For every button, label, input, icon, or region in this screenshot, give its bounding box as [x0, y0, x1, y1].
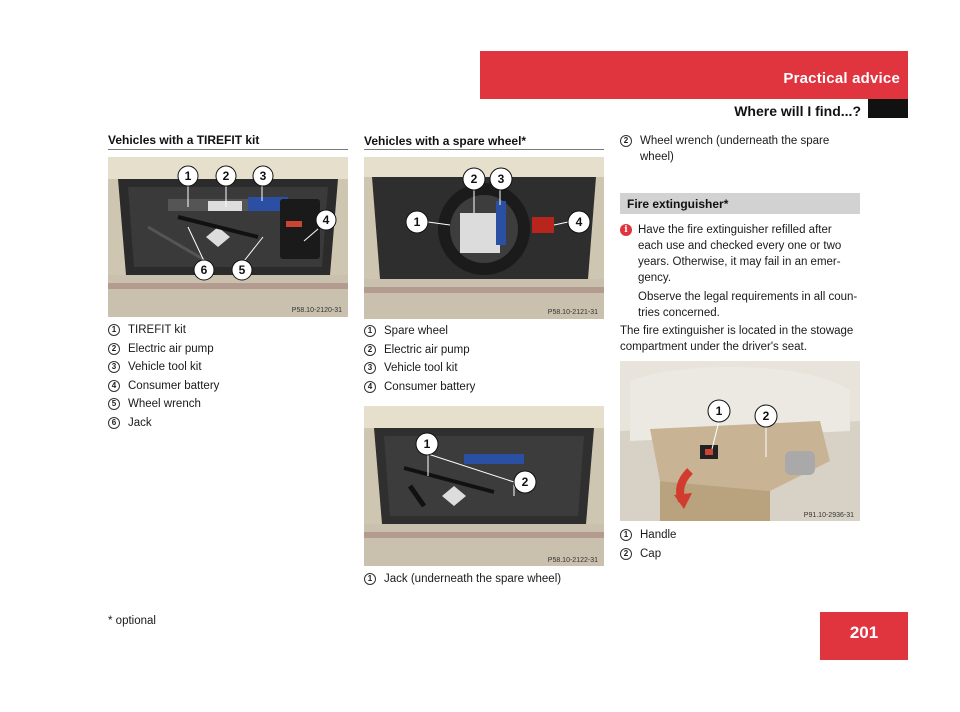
item-label: TIREFIT kit — [128, 324, 186, 337]
list-item: 3 Vehicle tool kit — [364, 359, 475, 378]
item-number: 6 — [108, 416, 120, 429]
col3-legend: 1 Handle 2 Cap — [620, 526, 676, 563]
header-bar — [480, 51, 908, 99]
col2-legend-2: 1 Jack (underneath the spare wheel) — [364, 570, 561, 589]
col2-legend: 1 Spare wheel 2 Electric air pump 3 Vehicle… — [364, 322, 475, 396]
item-label: Jack (underneath the spare wheel) — [384, 573, 562, 586]
jack-trunk-photo: P58.10-2122-31 1 2 — [364, 406, 604, 566]
col1-rule — [108, 149, 348, 150]
list-item: 1 TIREFIT kit — [108, 321, 219, 340]
para-line: The fire extinguisher is located in the … — [620, 325, 854, 337]
item-label: wheel) — [640, 151, 674, 163]
para-line: compartment under the driver's seat. — [620, 341, 807, 353]
svg-text:2: 2 — [223, 169, 230, 183]
svg-text:6: 6 — [201, 263, 208, 277]
info-line: gency. — [638, 272, 672, 284]
item-label: Cap — [640, 547, 662, 560]
item-number: 2 — [108, 342, 120, 355]
list-item: 2 Electric air pump — [364, 341, 475, 360]
list-item: 6 Jack — [108, 414, 219, 433]
svg-text:3: 3 — [498, 172, 505, 186]
header-marker — [868, 99, 908, 118]
info-line: each use and checked every one or two — [638, 240, 842, 252]
item-number: 4 — [108, 379, 120, 392]
item-number: 1 — [364, 573, 376, 586]
photo-code: P58.10-2122-31 — [548, 557, 598, 564]
list-item: 3 Vehicle tool kit — [108, 358, 219, 377]
info-note: i Have the fire extinguisher refilled af… — [620, 222, 865, 321]
item-number: 1 — [364, 325, 376, 338]
item-label: Vehicle tool kit — [128, 361, 202, 374]
item-number: 1 — [620, 529, 632, 542]
svg-text:1: 1 — [185, 169, 192, 183]
seat-extinguisher-photo: P91.10-2936-31 1 2 — [620, 361, 860, 521]
item-label: Electric air pump — [384, 343, 470, 356]
list-item: 1 Spare wheel — [364, 322, 475, 341]
col2-title: Vehicles with a spare wheel* — [364, 134, 527, 148]
list-item: 4 Consumer battery — [108, 377, 219, 396]
col3-top-item: 2 Wheel wrench (underneath the spare whe… — [620, 133, 829, 165]
item-label: Electric air pump — [128, 342, 214, 355]
info-line: tries concerned. — [638, 307, 720, 319]
page-subtitle: Where will I find...? — [734, 103, 861, 119]
col1-title: Vehicles with a TIREFIT kit — [108, 133, 260, 147]
page-number: 201 — [849, 623, 879, 642]
tirefit-trunk-photo: P58.10-2120-31 1 2 3 4 5 6 — [108, 157, 348, 317]
fire-extinguisher-heading: Fire extinguisher* — [620, 193, 860, 214]
svg-text:1: 1 — [424, 437, 431, 451]
list-item: 2 Electric air pump — [108, 340, 219, 359]
item-number: 5 — [108, 398, 120, 411]
item-label: Consumer battery — [384, 380, 476, 393]
item-label: Wheel wrench (underneath the spare — [640, 135, 830, 147]
page-number-box: 201 — [820, 612, 908, 660]
spare-wheel-trunk-photo: P58.10-2121-31 1 2 3 4 — [364, 157, 604, 319]
photo-code: P58.10-2121-31 — [548, 309, 598, 316]
heading-text: Fire extinguisher* — [627, 197, 729, 211]
item-number: 2 — [620, 135, 632, 147]
svg-text:1: 1 — [414, 215, 421, 229]
photo-code: P58.10-2120-31 — [292, 307, 342, 314]
info-icon: i — [620, 224, 632, 236]
item-number: 2 — [364, 343, 376, 356]
list-item: 5 Wheel wrench — [108, 395, 219, 414]
svg-text:2: 2 — [471, 172, 478, 186]
col2-rule — [364, 149, 604, 150]
footnote: * optional — [108, 615, 156, 627]
item-number: 3 — [108, 361, 120, 374]
item-number: 1 — [108, 324, 120, 337]
info-line: Have the fire extinguisher refilled afte… — [638, 224, 832, 236]
svg-text:2: 2 — [522, 475, 529, 489]
list-item: 1 Jack (underneath the spare wheel) — [364, 570, 561, 589]
svg-text:4: 4 — [323, 213, 330, 227]
item-number: 2 — [620, 547, 632, 560]
svg-text:3: 3 — [260, 169, 267, 183]
item-label: Consumer battery — [128, 379, 220, 392]
info-line: years. Otherwise, it may fail in an emer… — [638, 256, 841, 268]
info-line: Observe the legal requirements in all co… — [638, 291, 858, 303]
list-item: 1 Handle — [620, 526, 676, 545]
photo-code: P91.10-2936-31 — [804, 512, 854, 519]
list-item: 2 Cap — [620, 545, 676, 564]
svg-text:1: 1 — [716, 404, 723, 418]
svg-text:5: 5 — [239, 263, 246, 277]
item-label: Wheel wrench — [128, 398, 201, 411]
col1-legend: 1 TIREFIT kit 2 Electric air pump 3 Vehicle… — [108, 321, 219, 432]
svg-text:4: 4 — [576, 215, 583, 229]
item-number: 3 — [364, 362, 376, 375]
svg-text:2: 2 — [763, 409, 770, 423]
item-label: Jack — [128, 416, 152, 429]
item-label: Handle — [640, 529, 677, 542]
item-number: 4 — [364, 380, 376, 393]
location-paragraph: The fire extinguisher is located in the … — [620, 323, 865, 355]
list-item: 4 Consumer battery — [364, 378, 475, 397]
section-title: Practical advice — [783, 70, 900, 87]
item-label: Spare wheel — [384, 325, 448, 338]
list-item: 2 Wheel wrench (underneath the spare whe… — [620, 133, 829, 165]
item-label: Vehicle tool kit — [384, 362, 458, 375]
